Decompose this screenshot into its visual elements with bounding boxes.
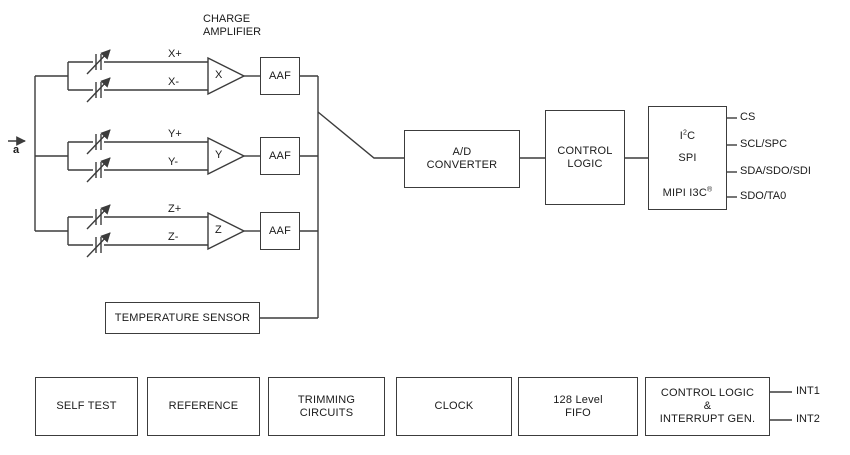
pin-label-sda-sdo-sdi: SDA/SDO/SDI [740, 165, 811, 177]
acceleration-label: a [13, 144, 20, 156]
signal-path-lines [244, 75, 648, 319]
pin-label-cs: CS [740, 111, 756, 123]
interface-i2c-label: I2C [679, 129, 696, 142]
pin-label-y-minus: Y- [168, 156, 178, 168]
variable-capacitor-icon [86, 129, 111, 155]
variable-capacitor-icon [86, 232, 111, 258]
control-logic-interrupt-block: CONTROL LOGIC & INTERRUPT GEN. [645, 377, 770, 436]
amplifier-triangle-icon [207, 136, 246, 176]
variable-capacitor-icon [86, 157, 111, 183]
interface-mipi-label: MIPI I3C® [662, 186, 713, 199]
aaf-block-z: AAF [260, 212, 300, 250]
pin-label-int2: INT2 [796, 413, 820, 425]
variable-capacitor-icon [86, 49, 111, 75]
variable-capacitor-icon [86, 204, 111, 230]
pin-label-sdo-ta0: SDO/TA0 [740, 190, 787, 202]
pin-label-scl-spc: SCL/SPC [740, 138, 788, 150]
amp-label-x: X [215, 69, 223, 81]
clock-block: CLOCK [396, 377, 512, 436]
amp-label-z: Z [215, 224, 222, 236]
adc-block: A/D CONVERTER [404, 130, 520, 188]
amplifier-triangle-icon [207, 211, 246, 251]
pin-label-x-minus: X- [168, 76, 179, 88]
pin-label-x-plus: X+ [168, 48, 182, 60]
pin-label-z-plus: Z+ [168, 203, 182, 215]
pin-label-int1: INT1 [796, 385, 820, 397]
amp-label-y: Y [215, 149, 223, 161]
control-logic-block: CONTROL LOGIC [545, 110, 625, 205]
pin-label-y-plus: Y+ [168, 128, 182, 140]
sense-bus-lines [34, 61, 208, 246]
interface-spi-label: SPI [678, 152, 697, 164]
interface-block: I2C SPI MIPI I3C® [648, 106, 727, 210]
aaf-block-x: AAF [260, 57, 300, 95]
variable-capacitor-icon [86, 77, 111, 103]
trimming-circuits-block: TRIMMING CIRCUITS [268, 377, 385, 436]
interface-pin-lines [727, 117, 737, 198]
pin-label-z-minus: Z- [168, 231, 179, 243]
fifo-block: 128 Level FIFO [518, 377, 638, 436]
temperature-sensor-block: TEMPERATURE SENSOR [105, 302, 260, 334]
amplifier-triangle-icon [207, 56, 246, 96]
aaf-block-y: AAF [260, 137, 300, 175]
self-test-block: SELF TEST [35, 377, 138, 436]
interrupt-pin-lines [770, 391, 792, 421]
reference-block: REFERENCE [147, 377, 260, 436]
charge-amplifier-label: CHARGE AMPLIFIER [203, 13, 262, 38]
